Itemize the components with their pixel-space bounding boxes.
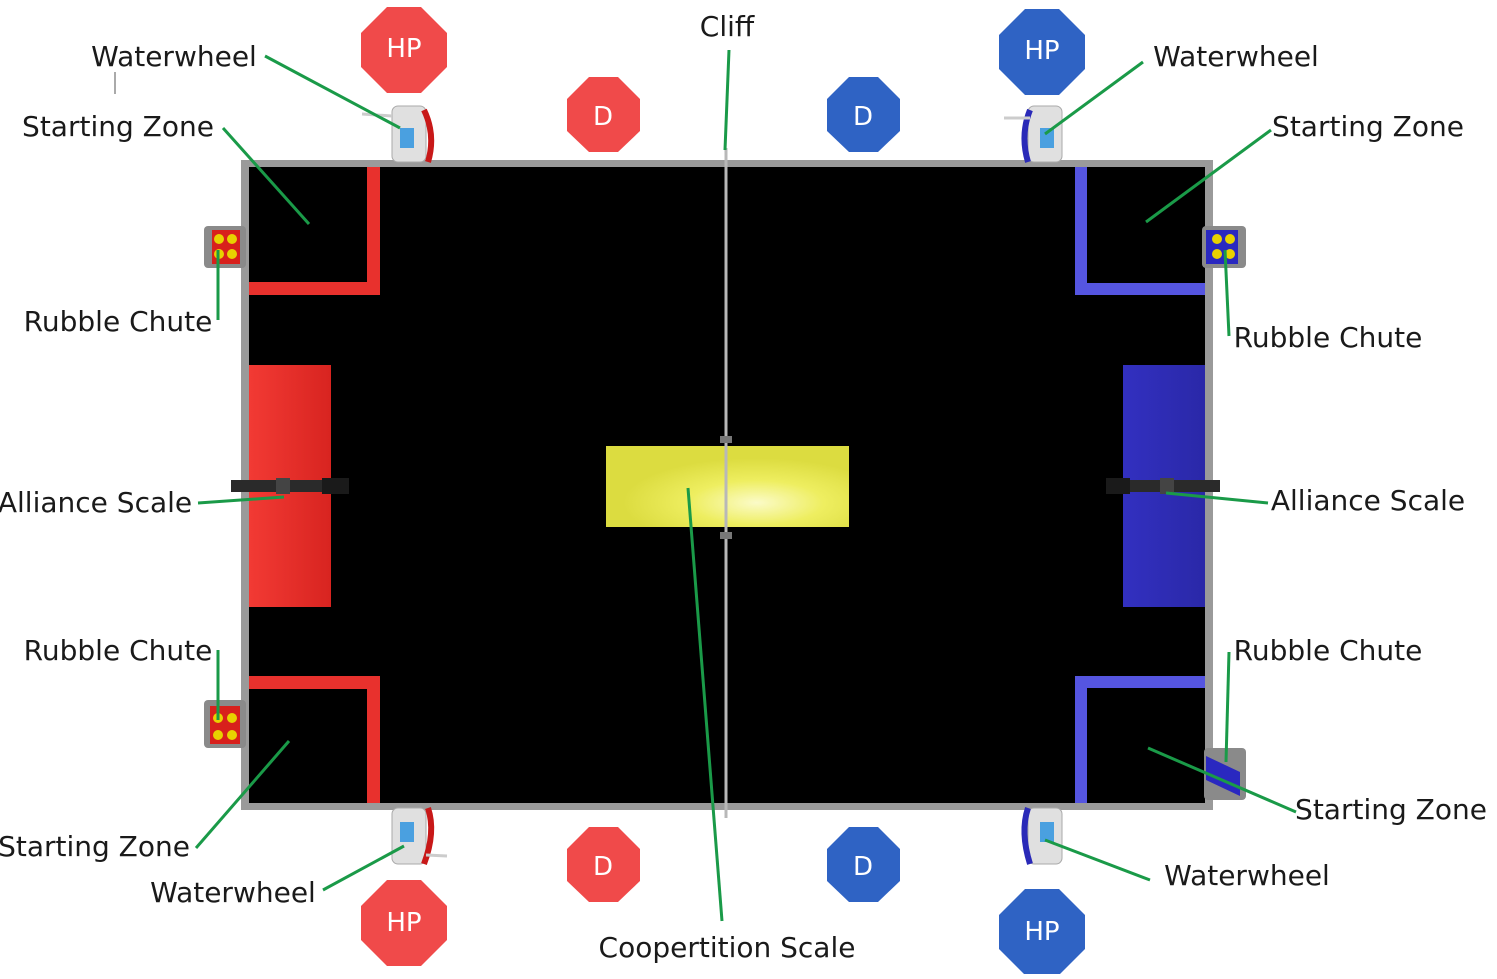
label-waterwheel-bl: Waterwheel — [150, 876, 316, 909]
rubble-chute-top-right — [1202, 226, 1246, 268]
leader-alliance-scale-l — [197, 495, 285, 505]
leader-starting-zone-tl — [221, 126, 311, 226]
hp-label-blue-top: HP — [1024, 36, 1059, 66]
leader-starting-zone-tr — [1145, 128, 1272, 224]
label-waterwheel-tl: Waterwheel — [91, 40, 257, 73]
blue-starting-zone-top — [1075, 167, 1205, 295]
red-starting-zone-bottom — [249, 676, 380, 803]
blue-starting-zone-bottom — [1075, 676, 1205, 803]
hp-label-blue-bottom: HP — [1024, 917, 1059, 947]
label-starting-zone-bl: Starting Zone — [0, 830, 190, 863]
label-waterwheel-tr: Waterwheel — [1153, 40, 1319, 73]
leader-waterwheel-tr — [1044, 60, 1144, 136]
leader-coopertition-scale — [686, 487, 724, 922]
hp-label-red-bottom: HP — [386, 908, 421, 938]
label-starting-zone-tr: Starting Zone — [1272, 110, 1464, 143]
rubble-chute-bottom-left — [204, 700, 246, 748]
d-label-blue-bottom: D — [853, 852, 873, 882]
leader-rubble-chute-tr — [1223, 249, 1231, 337]
d-label-blue-top: D — [853, 102, 873, 132]
leader-starting-zone-br — [1147, 746, 1297, 814]
label-rubble-chute-br: Rubble Chute — [1234, 634, 1423, 667]
leader-lines — [194, 49, 1297, 922]
leader-waterwheel-tl — [264, 54, 401, 130]
red-starting-zone-top — [249, 167, 380, 295]
driver-marker-blue-top: D — [827, 77, 900, 152]
rubble-chute-top-left — [204, 226, 246, 268]
label-alliance-scale-r: Alliance Scale — [1271, 484, 1465, 517]
label-waterwheel-br: Waterwheel — [1164, 859, 1330, 892]
label-rubble-chute-tl: Rubble Chute — [24, 305, 213, 338]
d-label-red-top: D — [593, 102, 613, 132]
waterwheel-bottom-right — [1021, 807, 1063, 865]
blue-alliance-scale-beam — [1106, 478, 1220, 494]
driver-marker-red-top: D — [567, 77, 640, 152]
leader-rubble-chute-br — [1224, 651, 1231, 763]
hp-marker-blue-bottom: HP — [999, 889, 1085, 975]
cliff — [720, 148, 732, 818]
label-cliff: Cliff — [700, 10, 755, 43]
hp-marker-red-top: HP — [361, 7, 447, 93]
label-rubble-chute-bl: Rubble Chute — [24, 634, 213, 667]
label-starting-zone-br: Starting Zone — [1295, 793, 1487, 826]
label-alliance-scale-l: Alliance Scale — [0, 486, 192, 519]
hp-label-red-top: HP — [386, 34, 421, 64]
hp-marker-blue-top: HP — [999, 9, 1085, 95]
driver-marker-blue-bottom: D — [827, 827, 900, 902]
label-rubble-chute-tr: Rubble Chute — [1234, 321, 1423, 354]
leader-waterwheel-bl — [322, 844, 405, 892]
label-starting-zone-tl: Starting Zone — [22, 110, 214, 143]
waterwheel-top-right — [1004, 105, 1063, 163]
hp-marker-red-bottom: HP — [361, 880, 447, 966]
waterwheel-bottom-left — [391, 807, 448, 866]
leader-waterwheel-br — [1044, 838, 1151, 882]
leader-starting-zone-bl — [194, 740, 291, 849]
label-coopertition-scale: Coopertition Scale — [599, 931, 856, 964]
leader-cliff — [723, 49, 731, 151]
d-label-red-bottom: D — [593, 852, 613, 882]
driver-marker-red-bottom: D — [567, 827, 640, 902]
red-alliance-scale-beam — [231, 478, 349, 494]
leader-alliance-scale-r — [1165, 491, 1269, 505]
